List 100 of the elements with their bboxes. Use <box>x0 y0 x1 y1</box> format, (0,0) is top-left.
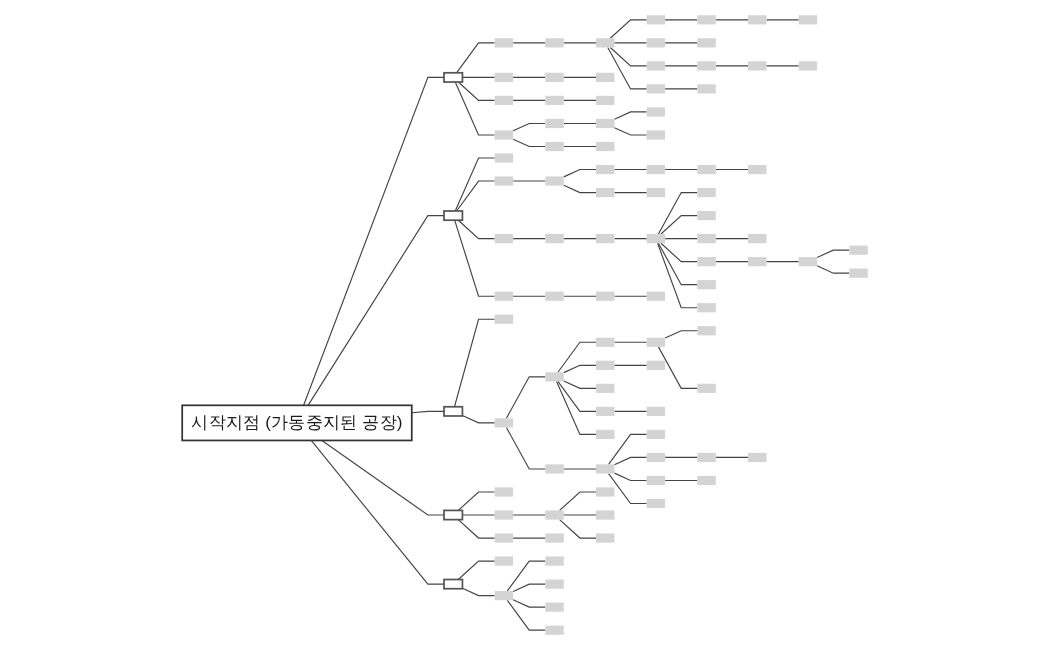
text-bar <box>494 591 514 601</box>
text-bar <box>596 337 615 347</box>
text-bar <box>545 38 564 48</box>
text-bar <box>748 61 767 71</box>
text-bar <box>646 15 666 25</box>
text-bar <box>494 234 514 244</box>
text-bar <box>697 38 716 48</box>
text-bar <box>494 38 514 48</box>
text-bar <box>697 187 716 198</box>
text-bar <box>545 72 564 82</box>
text-bar <box>545 141 564 152</box>
category-box <box>443 210 464 222</box>
text-bar <box>596 141 615 152</box>
connector-line <box>563 145 597 148</box>
connector-line <box>505 376 546 419</box>
connector-line <box>613 410 648 412</box>
connector-line <box>563 514 597 516</box>
text-bar <box>646 498 666 509</box>
category-box <box>443 578 464 590</box>
text-bar <box>494 176 514 186</box>
text-bar <box>697 84 716 94</box>
text-bar <box>596 72 615 82</box>
connector-line <box>563 238 597 240</box>
connector-line <box>660 215 698 235</box>
connector-line <box>715 261 749 263</box>
connector-line <box>765 65 800 67</box>
text-bar <box>545 602 564 612</box>
text-bar <box>646 130 666 140</box>
connector-line <box>456 42 496 74</box>
text-bar <box>596 487 615 497</box>
text-bar <box>697 326 716 336</box>
connector-line <box>613 472 648 482</box>
text-bar <box>646 234 666 244</box>
text-bar <box>697 211 716 221</box>
text-bar <box>646 38 666 48</box>
connector-line <box>453 318 496 408</box>
text-bar <box>494 130 514 140</box>
connector-line <box>457 491 496 511</box>
text-bar <box>596 164 615 175</box>
connector-line <box>613 168 648 171</box>
text-bar <box>748 15 767 25</box>
connector-line <box>563 168 597 178</box>
text-bar <box>798 257 818 267</box>
connector-line <box>657 192 698 235</box>
connector-line <box>310 439 445 585</box>
connector-line <box>563 122 597 125</box>
text-bar <box>646 452 666 463</box>
connector-line <box>613 295 648 297</box>
text-bar <box>646 61 666 71</box>
connector-line <box>664 42 698 44</box>
connector-line <box>664 456 698 458</box>
text-bar <box>545 464 564 474</box>
text-bar <box>646 164 666 175</box>
text-bar <box>697 475 716 486</box>
text-bar <box>748 452 767 463</box>
connector-line <box>563 380 597 389</box>
text-bar <box>596 291 615 301</box>
connector-line <box>715 456 749 458</box>
connector-line <box>505 426 546 470</box>
text-bar <box>545 625 564 635</box>
connector-line <box>506 560 546 592</box>
text-bar <box>494 291 514 301</box>
connector-line <box>461 514 496 516</box>
category-box <box>443 405 464 417</box>
text-bar <box>545 510 564 520</box>
text-bar <box>596 38 615 48</box>
text-bar <box>494 95 514 106</box>
connector-line <box>563 99 597 101</box>
text-bar <box>697 234 716 244</box>
connector-line <box>557 380 597 412</box>
connector-line <box>457 560 496 581</box>
connector-line <box>454 219 496 297</box>
text-bar <box>849 268 868 278</box>
connector-line <box>512 42 546 44</box>
connector-line <box>563 468 597 470</box>
connector-line <box>657 242 698 286</box>
connector-line <box>657 242 698 309</box>
connector-line <box>715 168 749 171</box>
text-bar <box>646 360 666 370</box>
connector-line <box>613 42 648 44</box>
connector-line <box>512 583 546 592</box>
connector-line <box>664 168 698 171</box>
connector-line <box>321 439 445 516</box>
text-bar <box>494 153 514 163</box>
text-bar <box>697 280 716 290</box>
connector-line <box>816 249 850 259</box>
connector-line <box>461 415 496 424</box>
text-bar <box>545 579 564 589</box>
connector-line <box>454 157 496 212</box>
text-bar <box>494 72 514 82</box>
connector-line <box>563 76 597 78</box>
connector-line <box>303 76 445 406</box>
connector-line <box>664 19 698 21</box>
connector-line <box>613 127 648 136</box>
text-bar <box>596 510 615 520</box>
text-bar <box>494 487 514 497</box>
connector-line <box>613 456 648 466</box>
text-bar <box>596 234 615 244</box>
connector-line <box>613 192 648 194</box>
text-bar <box>697 164 716 175</box>
